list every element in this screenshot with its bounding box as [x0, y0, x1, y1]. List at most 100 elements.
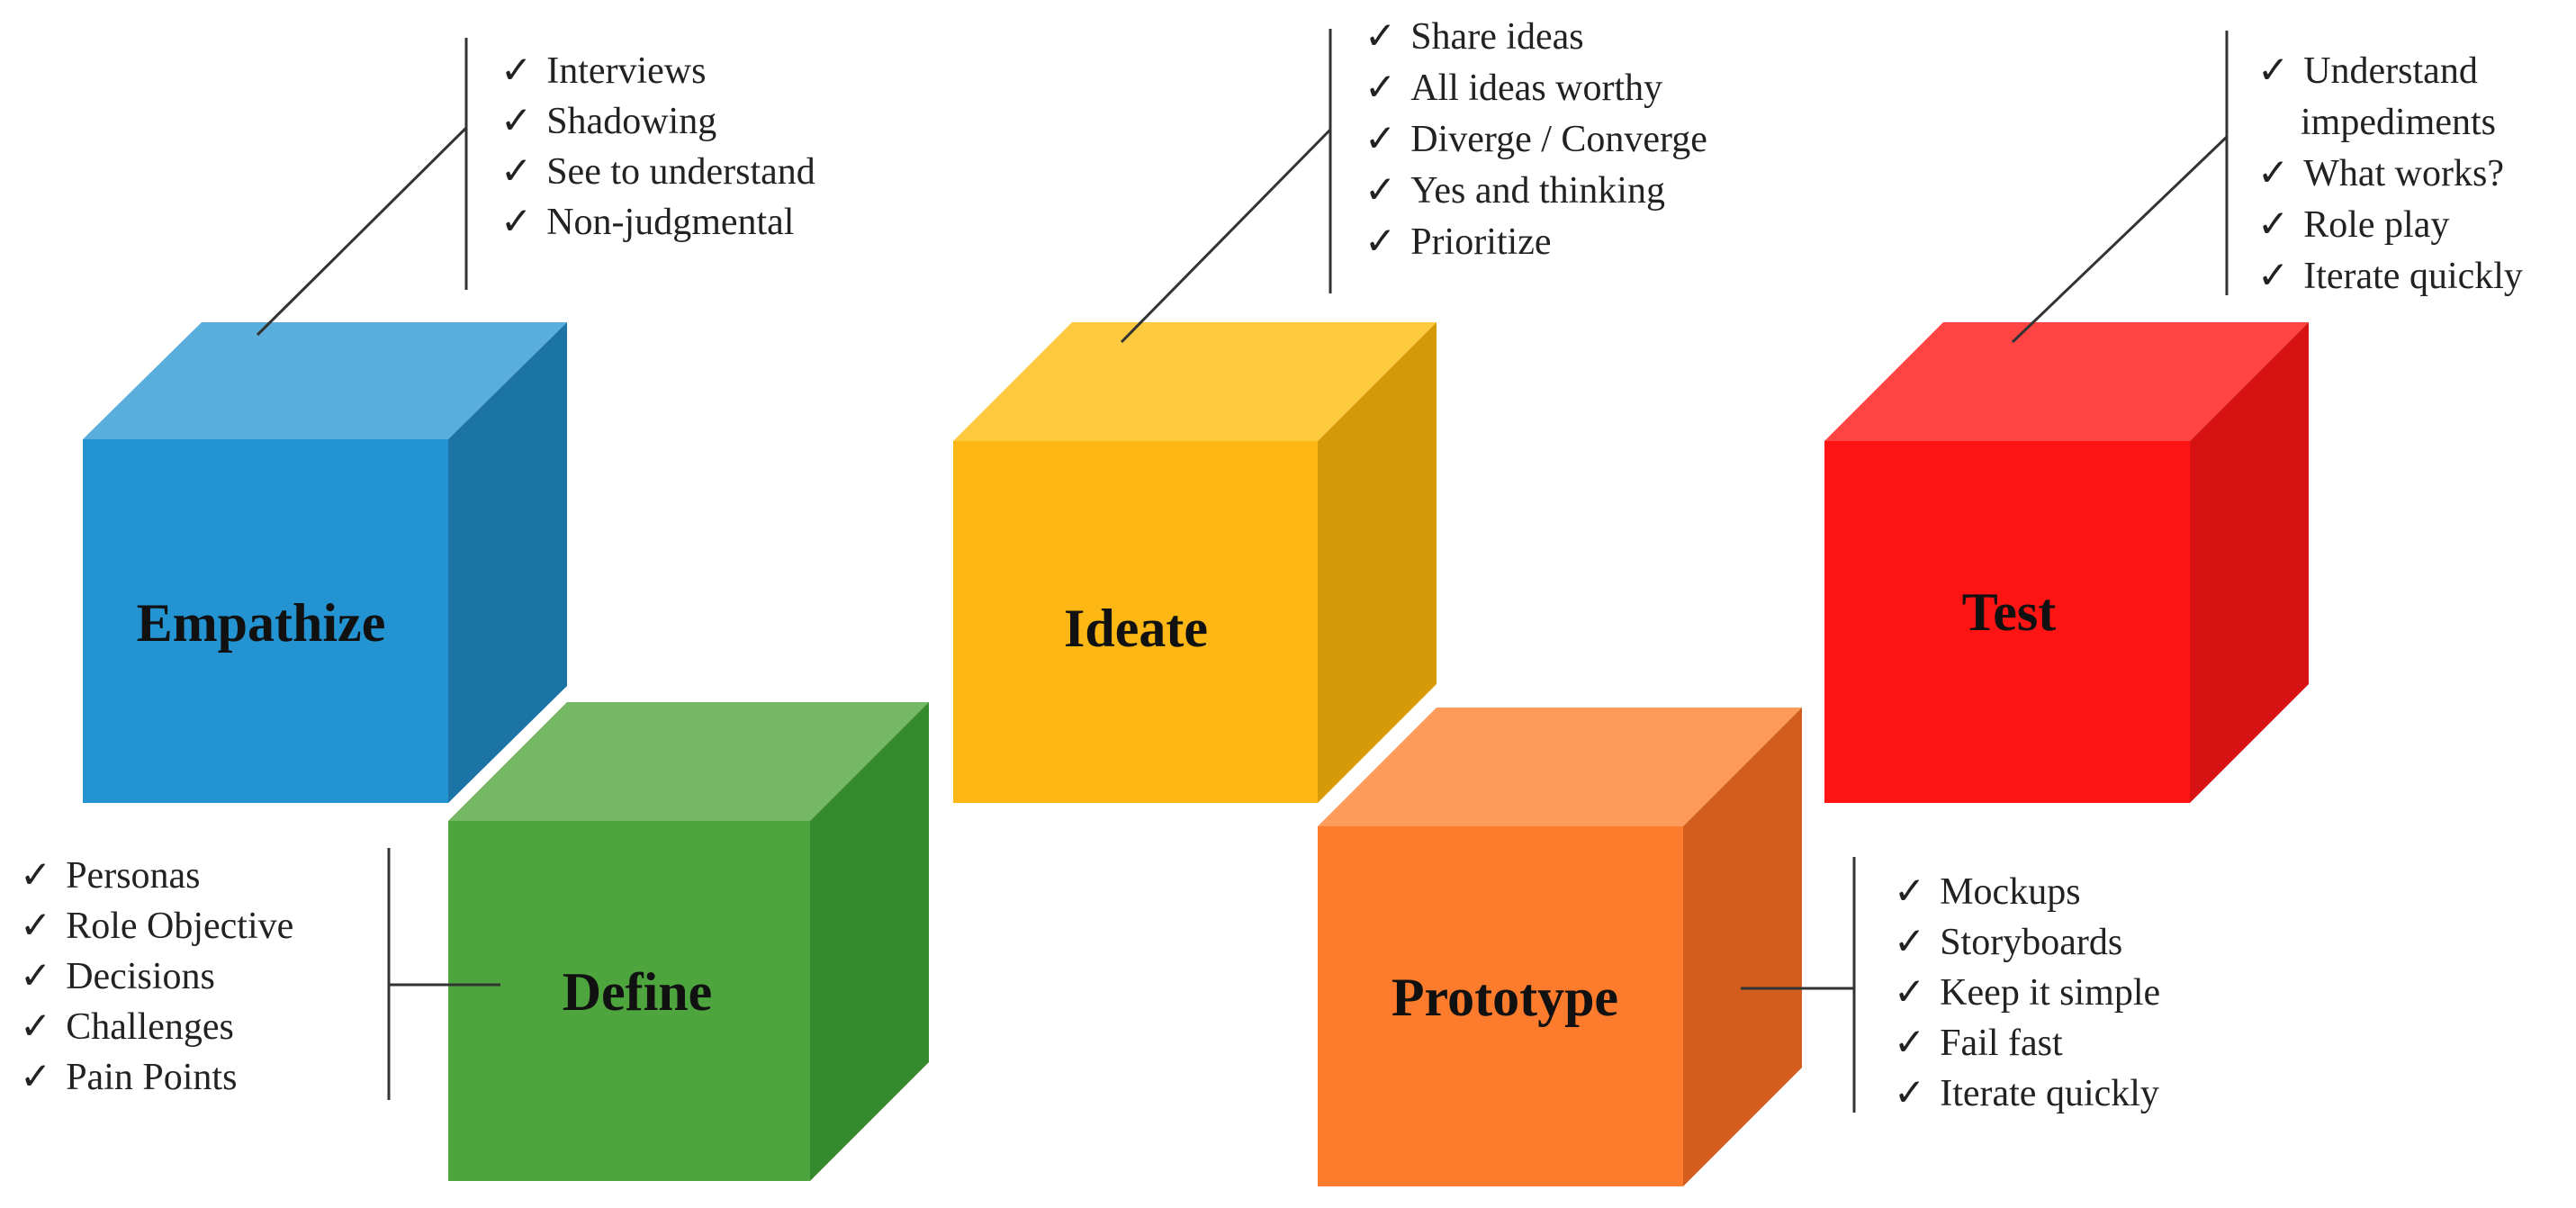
check-icon: ✓	[20, 906, 51, 947]
list-item-label: Storyboards	[1940, 922, 2122, 963]
define-cube-side	[810, 702, 929, 1181]
check-icon: ✓	[1894, 972, 1925, 1014]
list-item-label: Pain Points	[66, 1057, 237, 1098]
list-item-label: Role play	[2303, 204, 2449, 246]
list-item-label: Decisions	[66, 956, 215, 997]
list-item: ✓ See to understand	[500, 151, 815, 193]
check-icon: ✓	[1365, 16, 1396, 58]
check-icon: ✓	[1365, 221, 1396, 263]
check-icon: ✓	[20, 1057, 51, 1098]
test-cube: Test	[1824, 322, 2309, 803]
list-item: ✓ What works?	[2257, 153, 2504, 194]
list-item: ✓ Non-judgmental	[500, 202, 794, 243]
list-item-label: impediments	[2301, 102, 2496, 143]
check-icon: ✓	[1894, 1073, 1925, 1114]
check-icon: ✓	[500, 50, 532, 92]
define-list: ✓Personas ✓Role Objective ✓Decisions ✓Ch…	[20, 855, 293, 1098]
list-item: ✓ Challenges	[20, 1006, 234, 1048]
list-item: ✓ Storyboards	[1894, 922, 2122, 963]
test-list: ✓ Understand impediments ✓ What works? ✓ Ro…	[2257, 50, 2523, 297]
list-item: ✓Personas	[20, 855, 201, 897]
list-item: ✓ Role play	[2257, 204, 2449, 246]
list-item: ✓ Interviews	[500, 50, 706, 92]
list-item: ✓ Diverge / Converge	[1365, 119, 1707, 160]
list-item-continuation: impediments	[2301, 102, 2496, 143]
list-item-label: Challenges	[66, 1006, 234, 1048]
prototype-cube-front	[1318, 826, 1683, 1186]
list-item-label: Non-judgmental	[546, 202, 794, 243]
ideate-cube: Ideate	[953, 322, 1437, 803]
check-icon: ✓	[20, 1006, 51, 1048]
check-icon: ✓	[500, 101, 532, 142]
list-item: ✓Mockups	[1894, 871, 2081, 913]
list-item: ✓ Iterate quickly	[2257, 256, 2523, 297]
check-icon: ✓	[1365, 68, 1396, 109]
list-item: ✓ Understand	[2257, 50, 2478, 92]
empathize-cube-top	[83, 322, 567, 439]
define-cube-front	[448, 821, 810, 1181]
list-item: ✓ Share ideas	[1365, 16, 1584, 58]
define-cube-top	[448, 702, 929, 821]
list-item-label: Diverge / Converge	[1410, 119, 1707, 160]
check-icon: ✓	[500, 151, 532, 193]
check-icon: ✓	[2257, 256, 2289, 297]
check-icon: ✓	[1365, 170, 1396, 212]
ideate-connector	[1120, 128, 1332, 344]
test-cube-front	[1824, 441, 2190, 803]
test-connector	[2011, 135, 2229, 344]
prototype-cube: Prototype	[1318, 708, 1802, 1186]
define-cube: Define	[448, 702, 929, 1181]
list-item-label: Personas	[66, 855, 200, 897]
list-item-label: Iterate quickly	[2303, 256, 2523, 297]
ideate-title: Ideate	[1064, 599, 1208, 658]
list-item-label: Role Objective	[66, 906, 293, 947]
check-icon: ✓	[2257, 153, 2289, 194]
empathize-connector	[256, 126, 468, 337]
check-icon: ✓	[20, 956, 51, 997]
ideate-list: ✓ Share ideas ✓ All ideas worthy ✓ Diverge …	[1365, 16, 1707, 263]
ideate-cube-side	[1318, 322, 1437, 803]
empathize-cube: Empathize	[83, 322, 567, 803]
check-icon: ✓	[500, 202, 532, 243]
list-item: ✓ Keep it simple	[1894, 972, 2160, 1014]
list-item: ✓ Decisions	[20, 956, 215, 997]
list-item: ✓Prioritize	[1365, 221, 1552, 263]
list-item-label: Fail fast	[1940, 1023, 2063, 1064]
list-item-label: Interviews	[546, 50, 706, 92]
list-item-label: Iterate quickly	[1940, 1073, 2159, 1114]
prototype-title: Prototype	[1392, 968, 1618, 1027]
list-item-label: Mockups	[1940, 871, 2080, 913]
empathize-list: ✓ Interviews ✓ Shadowing ✓ See to understan…	[500, 50, 815, 243]
prototype-list: ✓Mockups ✓Storyboards ✓Keep it simple ✓F…	[1894, 871, 2160, 1114]
list-item-label: Keep it simple	[1940, 972, 2160, 1014]
list-item: ✓ Pain Points	[20, 1057, 237, 1098]
test-cube-side	[2190, 322, 2309, 803]
ideate-cube-front	[953, 441, 1318, 803]
test-title: Test	[1962, 582, 2056, 642]
check-icon: ✓	[2257, 50, 2289, 92]
prototype-cube-side	[1683, 708, 1802, 1186]
list-item-label: Understand	[2303, 50, 2478, 92]
leader-lines	[256, 29, 2229, 1113]
list-item-label: Shadowing	[546, 101, 716, 142]
list-item-label: See to understand	[546, 151, 815, 193]
check-icon: ✓	[1894, 1023, 1925, 1064]
list-item-label: All ideas worthy	[1410, 68, 1662, 109]
check-icon: ✓	[1894, 922, 1925, 963]
list-item-label: Yes and thinking	[1410, 170, 1665, 212]
list-item: ✓ Fail fast	[1894, 1023, 2063, 1064]
list-item: ✓ Yes and thinking	[1365, 170, 1665, 212]
empathize-cube-front	[83, 439, 448, 803]
list-item: ✓ Shadowing	[500, 101, 716, 142]
list-item-label: What works?	[2303, 153, 2504, 194]
check-icon: ✓	[2257, 204, 2289, 246]
check-icon: ✓	[1365, 119, 1396, 160]
test-cube-top	[1824, 322, 2309, 441]
list-item: ✓ Role Objective	[20, 906, 293, 947]
list-item-label: Share ideas	[1410, 16, 1583, 58]
empathize-cube-side	[448, 322, 567, 803]
list-item: ✓ All ideas worthy	[1365, 68, 1662, 109]
prototype-cube-top	[1318, 708, 1802, 826]
list-item: ✓ Iterate quickly	[1894, 1073, 2159, 1114]
